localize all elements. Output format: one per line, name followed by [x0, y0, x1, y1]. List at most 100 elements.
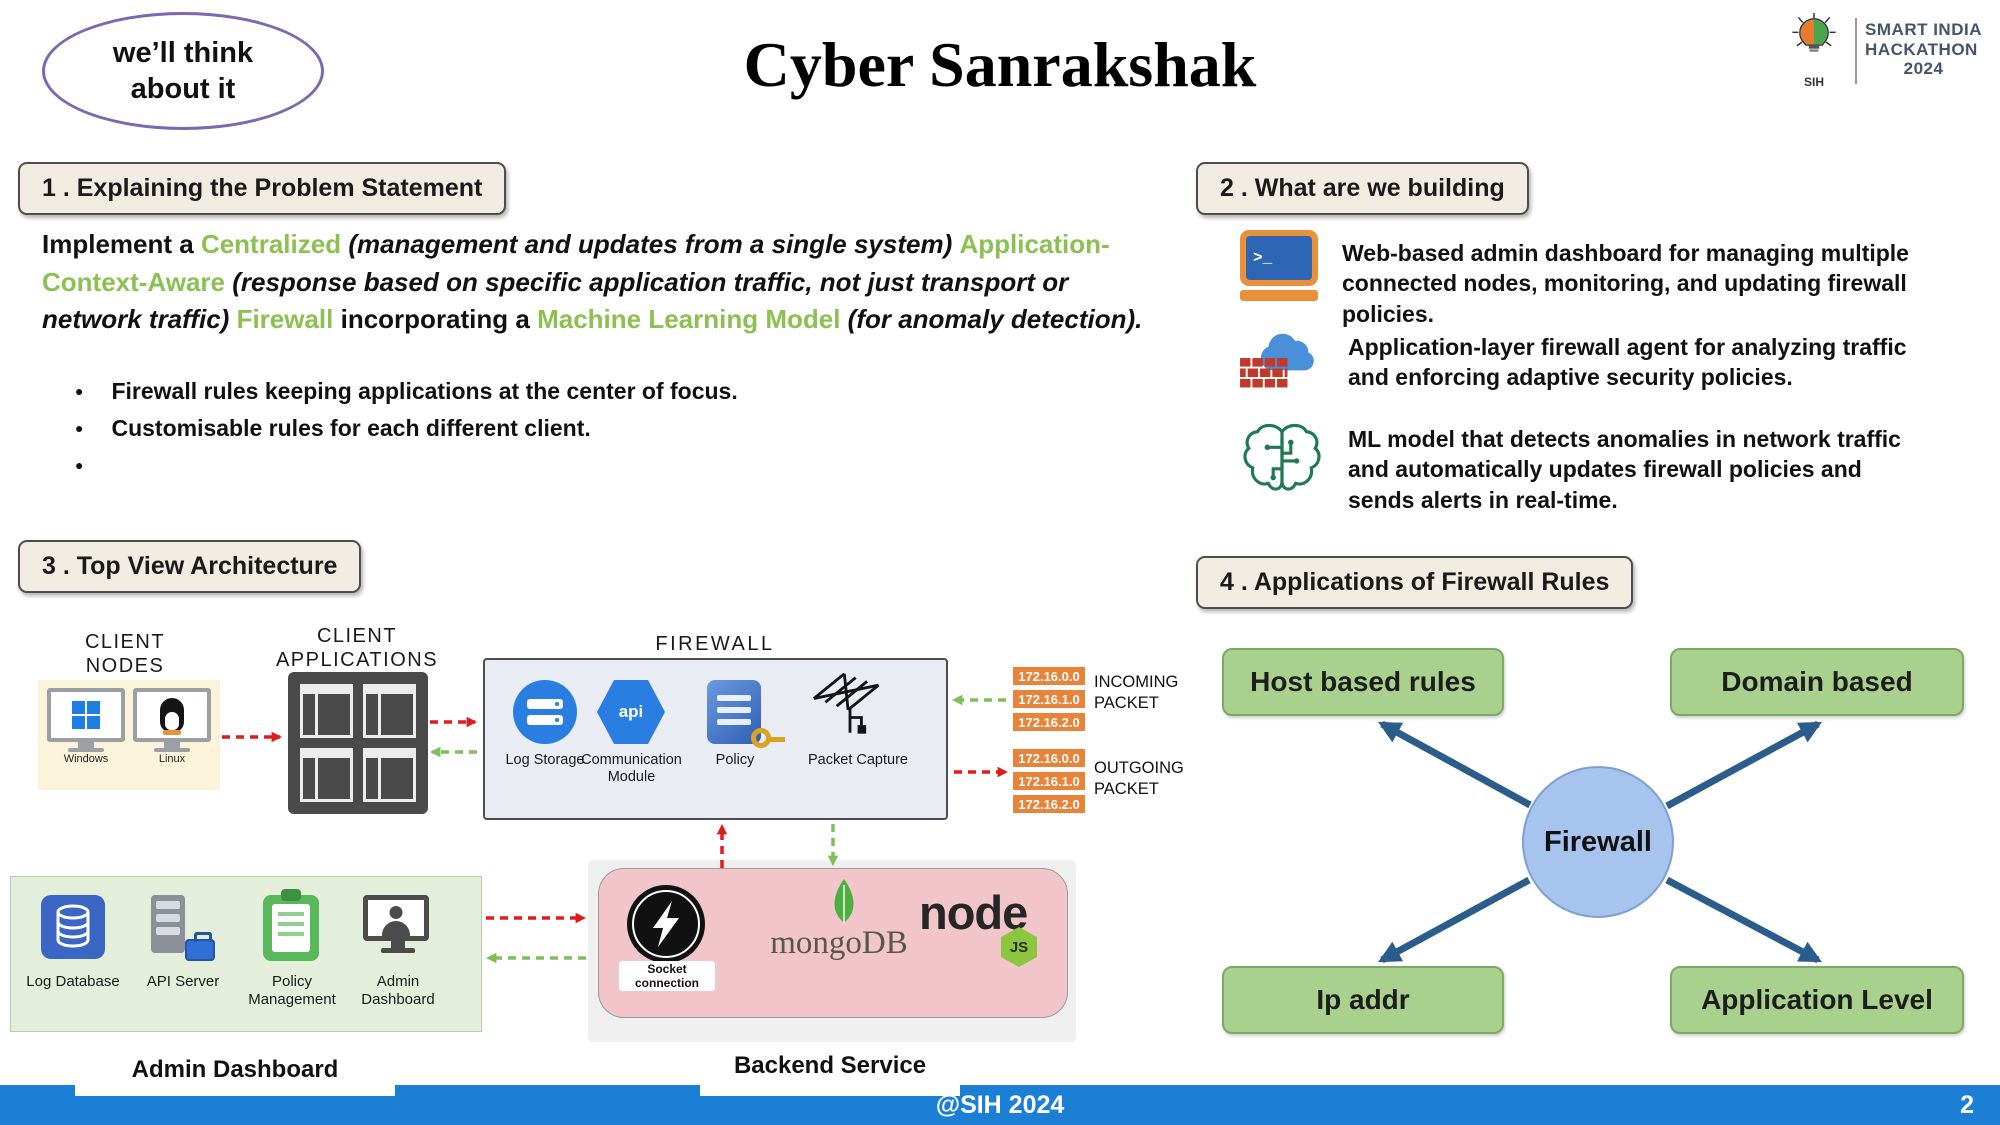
statement-seg-firewall: Firewall: [236, 304, 334, 335]
incoming-ip-1: 172.16.0.0: [1012, 666, 1086, 686]
client-apps-box: [288, 672, 428, 814]
incoming-packet-label: INCOMING PACKET: [1094, 673, 1179, 712]
arrow-to-application-level: [1665, 876, 1822, 964]
policy-management-label: Policy Management: [248, 973, 336, 1008]
bullet-text: Firewall rules keeping applications at t…: [111, 378, 738, 404]
app-window-icon: [300, 748, 353, 802]
statement-seg-centralized: Centralized: [200, 229, 342, 259]
client-nodes-label: CLIENT NODES: [60, 630, 190, 678]
ml-brain-icon: [1238, 418, 1326, 505]
section4-heading: 4 . Applications of Firewall Rules: [1196, 556, 1634, 609]
client-nodes-label-1: CLIENT: [84, 631, 166, 653]
rule-application-level: Application Level: [1670, 966, 1964, 1034]
linux-label: Linux: [158, 753, 186, 765]
firewall-components-box: Log Storage api Communication Module Pol…: [483, 658, 948, 820]
section2-heading: 2 . What are we building: [1196, 162, 1529, 215]
sih-logo-text: SIH: [1804, 75, 1825, 89]
policy-management-icon: [263, 889, 319, 961]
page-title: Cyber Sanrakshak: [743, 29, 1257, 100]
org-line2: HACKATHON: [1865, 39, 1978, 59]
section1-heading: 1 . Explaining the Problem Statement: [18, 162, 507, 215]
incoming-ip-2: 172.16.1.0: [1012, 689, 1086, 709]
rule-domain-based: Domain based: [1670, 648, 1964, 716]
app-window-icon: [300, 684, 353, 738]
statement-seg-app-context-aware: Application-Context-Aware: [42, 229, 1110, 297]
log-database-icon: [41, 895, 105, 959]
statement-seg: Implement a: [42, 229, 201, 259]
bullet-item: Customisable rules for each different cl…: [75, 415, 975, 442]
policy-icon: [707, 680, 785, 748]
incoming-ip-3: 172.16.2.0: [1012, 712, 1086, 732]
briefcase-icon: [185, 932, 215, 961]
building-item-3-text: ML model that detects anomalies in netwo…: [1348, 426, 1901, 513]
policy-label: Policy: [715, 752, 755, 768]
badge-line2: about it: [130, 73, 236, 105]
key-icon: [751, 728, 785, 748]
nodejs-hexagon-icon: JS: [1001, 927, 1037, 967]
socket-connection-label: Socket connection: [619, 961, 715, 991]
linux-penguin-icon: [160, 698, 184, 732]
statement-seg: (for anomaly detection).: [847, 304, 1143, 335]
building-item-2-text: Application-layer firewall agent for ana…: [1348, 334, 1907, 391]
bullet-text: Customisable rules for each different cl…: [111, 415, 591, 441]
admin-dashboard-box: Log Database API Server Policy Managemen…: [10, 876, 482, 1032]
admin-dashboard-icon-label: Admin Dashboard: [361, 973, 435, 1008]
rule-ip-addr: Ip addr: [1222, 966, 1504, 1034]
badge-line1: we’ll think: [112, 36, 254, 69]
windows-node: Windows: [47, 688, 125, 790]
page-number: 2: [1960, 1091, 1974, 1119]
backend-service-caption-tab: Backend Service: [700, 1046, 960, 1096]
nodejs-wordmark: node: [919, 886, 1028, 939]
api-server-icon: [151, 895, 215, 961]
windows-logo-icon: [72, 701, 100, 729]
admin-dashboard-caption-tab: Admin Dashboard: [75, 1050, 395, 1096]
firewall-label: FIREWALL: [655, 633, 775, 655]
firewall-rules-arrows-svg: [1378, 720, 1822, 964]
backend-service-box: Socket connection mongoDB node JS: [598, 868, 1068, 1018]
client-nodes-box: Windows Linux: [38, 680, 220, 790]
outgoing-ip-2: 172.16.1.0: [1012, 771, 1086, 791]
arrow-to-domain-based: [1665, 720, 1822, 810]
api-text: api: [618, 702, 644, 721]
linux-node: Linux: [133, 688, 211, 790]
api-server-label: API Server: [146, 973, 220, 990]
sih-bulb-icon: SIH: [1781, 10, 1847, 89]
communication-module-label: Communication Module: [581, 752, 682, 786]
statement-seg: incorporating a: [333, 304, 538, 335]
nodejs-badge-text: JS: [1009, 938, 1029, 956]
problem-statement: Implement a Centralized (management and …: [42, 226, 1162, 339]
building-item-1-text: Web-based admin dashboard for managing m…: [1342, 240, 1909, 327]
bullet-item: [75, 452, 975, 476]
backend-service-caption: Backend Service: [733, 1052, 927, 1079]
section3-heading: 3 . Top View Architecture: [18, 540, 362, 593]
log-storage-label: Log Storage: [505, 752, 585, 768]
client-nodes-label-2: NODES: [85, 655, 165, 677]
packet-capture-label: Packet Capture: [808, 752, 908, 768]
thought-bubble-badge: we’ll think about it: [42, 12, 324, 130]
firewall-center-node: Firewall: [1522, 766, 1674, 918]
statement-seg: (management and updates from a single sy…: [341, 229, 960, 259]
client-apps-label-1: CLIENT: [316, 625, 398, 647]
problem-bullet-list: Firewall rules keeping applications at t…: [75, 378, 975, 486]
arrow-to-ip-addr: [1378, 876, 1531, 964]
log-database-label: Log Database: [26, 973, 120, 990]
outgoing-ip-3: 172.16.2.0: [1012, 794, 1086, 814]
windows-label: Windows: [63, 753, 109, 765]
bullet-item: Firewall rules keeping applications at t…: [75, 378, 975, 405]
arrow-to-host-based: [1378, 720, 1532, 809]
terminal-dashboard-icon: >_: [1240, 230, 1318, 301]
logo-divider: [1855, 18, 1858, 84]
client-apps-label: CLIENT APPLICATIONS: [262, 624, 452, 672]
org-line3: 2024: [1903, 59, 1944, 79]
architecture-arrows-svg: [222, 694, 1009, 964]
client-apps-label-2: APPLICATIONS: [275, 649, 439, 671]
mongodb-leaf-icon: [831, 879, 857, 928]
packet-capture-icon: [803, 670, 897, 751]
app-window-icon: [363, 684, 416, 738]
sih-logo: SIH SMART INDIA HACKATHON 2024: [1781, 10, 1982, 89]
outgoing-ip-1: 172.16.0.0: [1012, 748, 1086, 768]
statement-seg: (response based on specific application …: [42, 266, 1069, 335]
firewall-agent-icon: [1236, 322, 1320, 401]
admin-dashboard-icon: [363, 895, 433, 953]
